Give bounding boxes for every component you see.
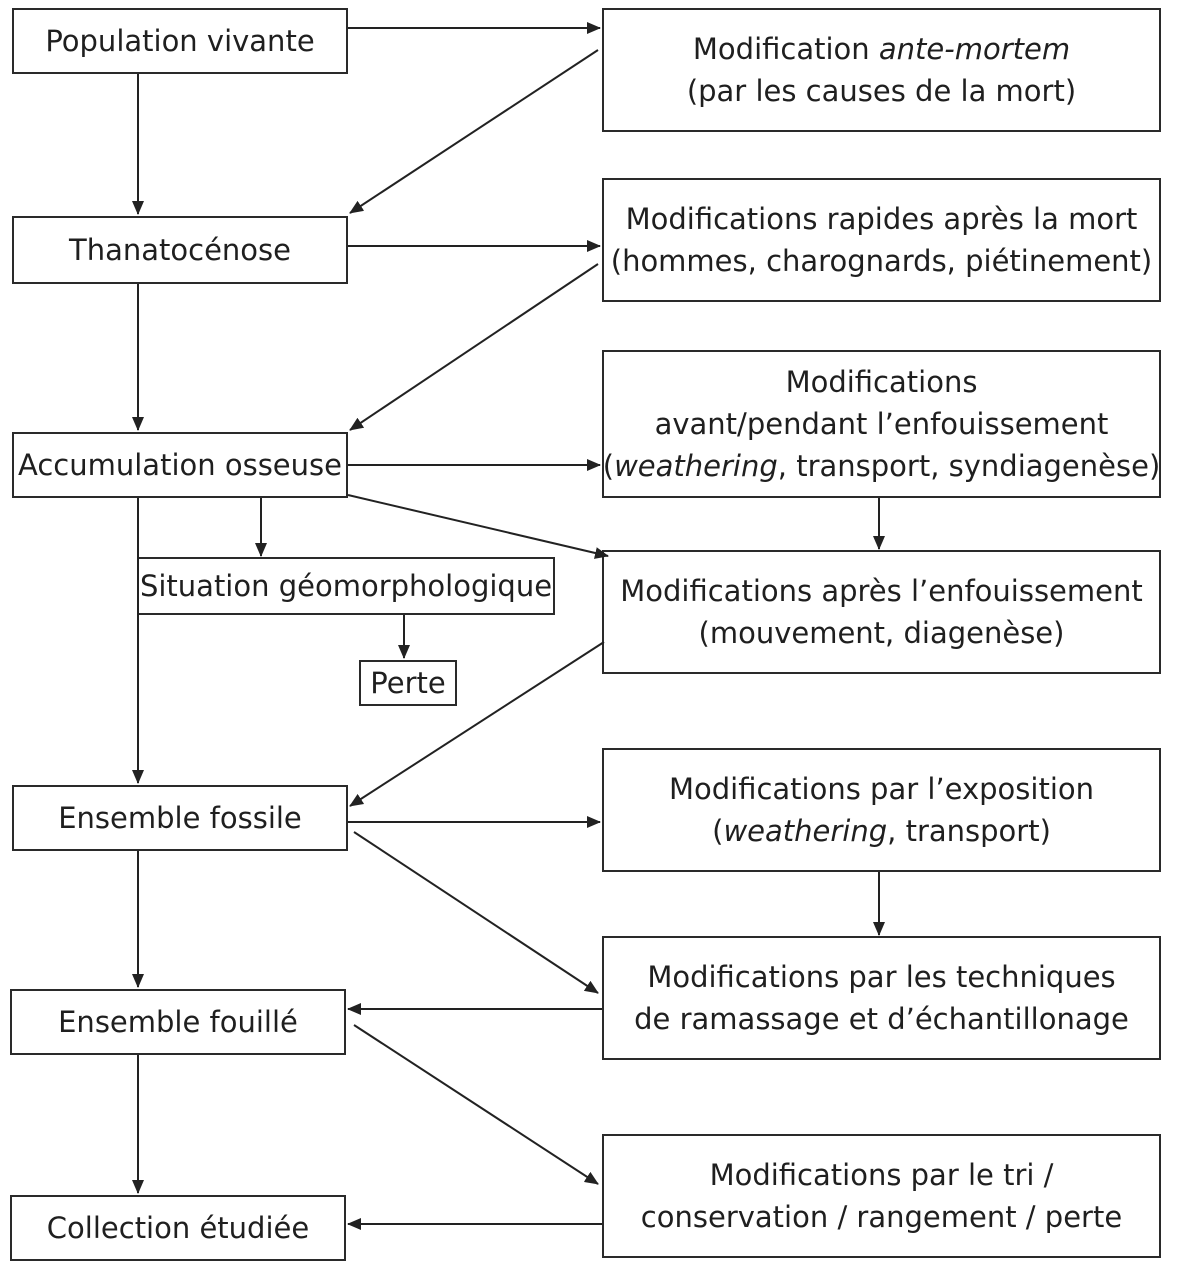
modifications-exposition-box: Modifications par l’exposition (weatheri… (602, 748, 1161, 872)
modifications-rapides-box: Modifications rapides après la mort (hom… (602, 178, 1161, 302)
perte-label: Perte (370, 666, 446, 700)
thanatocenose-box: Thanatocénose (12, 216, 348, 284)
ante-mortem-italic: ante-mortem (878, 32, 1071, 66)
avant-pendant-line3: (weathering, transport, syndiagenèse) (602, 449, 1161, 483)
situation-geomorphologique-box: Situation géomorphologique (137, 557, 555, 615)
ensemble-fouille-label: Ensemble fouillé (58, 1005, 298, 1039)
ante-mortem-line2: (par les causes de la mort) (686, 74, 1077, 108)
exposition-line1: Modifications par l’exposition (668, 772, 1095, 806)
ensemble-fossile-box: Ensemble fossile (12, 785, 348, 851)
modifications-avant-pendant-box: Modifications avant/pendant l’enfouissem… (602, 350, 1161, 498)
tri-line1: Modifications par le tri / (709, 1158, 1054, 1192)
techniques-line1: Modifications par les techniques (647, 960, 1116, 994)
thanatocenose-label: Thanatocénose (69, 233, 291, 267)
arrow-rapides-to-accumulation (349, 263, 599, 431)
collection-etudiee-box: Collection étudiée (10, 1195, 346, 1261)
techniques-line2: de ramassage et d’échantillonage (634, 1002, 1129, 1036)
modifications-tri-box: Modifications par le tri / conservation … (602, 1134, 1161, 1258)
accumulation-osseuse-label: Accumulation osseuse (18, 448, 342, 482)
rapides-line1: Modifications rapides après la mort (625, 202, 1138, 236)
accumulation-osseuse-box: Accumulation osseuse (12, 432, 348, 498)
arrow-fouille-to-tri (353, 1024, 599, 1185)
modification-ante-mortem-box: Modification ante-mortem (par les causes… (602, 8, 1161, 132)
exposition-line2: (weathering, transport) (712, 814, 1051, 848)
apres-enfouissement-line2: (mouvement, diagenèse) (698, 616, 1065, 650)
tri-line2: conservation / rangement / perte (640, 1200, 1123, 1234)
ensemble-fouille-box: Ensemble fouillé (10, 989, 346, 1055)
arrow-accumulation-to-apres (347, 494, 609, 559)
weathering-italic: weathering (614, 449, 778, 483)
modifications-apres-enfouissement-box: Modifications après l’enfouissement (mou… (602, 550, 1161, 674)
arrow-apres-to-fossile (349, 641, 605, 807)
apres-enfouissement-line1: Modifications après l’enfouissement (620, 574, 1143, 608)
arrow-ante-mortem-to-thanatocenose (349, 49, 599, 214)
modifications-techniques-box: Modifications par les techniques de rama… (602, 936, 1161, 1060)
population-vivante-label: Population vivante (45, 24, 315, 58)
collection-etudiee-label: Collection étudiée (46, 1211, 310, 1245)
avant-pendant-line1: Modifications (785, 365, 978, 399)
population-vivante-box: Population vivante (12, 8, 348, 74)
arrow-fossile-to-techniques (353, 831, 599, 994)
ensemble-fossile-label: Ensemble fossile (58, 801, 302, 835)
rapides-line2: (hommes, charognards, piétinement) (610, 244, 1153, 278)
perte-box: Perte (359, 660, 457, 706)
ante-mortem-line1: Modification ante-mortem (692, 32, 1071, 66)
avant-pendant-line2: avant/pendant l’enfouissement (654, 407, 1109, 441)
weathering-italic: weathering (723, 814, 888, 848)
situation-geomorphologique-label: Situation géomorphologique (139, 569, 553, 603)
